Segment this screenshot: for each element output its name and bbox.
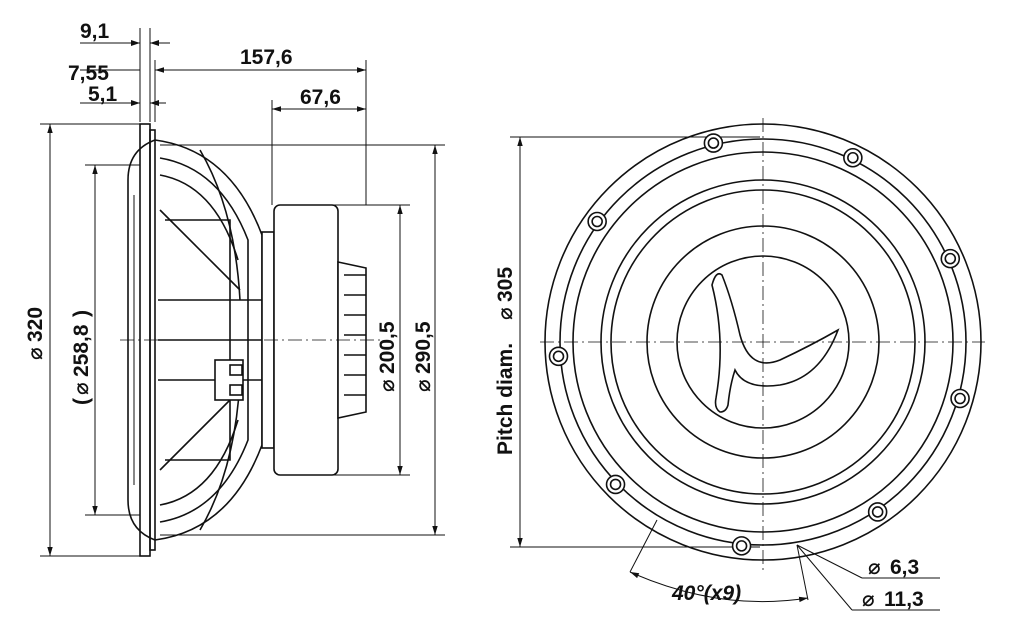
dim-11-3: 11,3 [884, 588, 924, 611]
mounting-hole [548, 346, 569, 367]
dim-6-3: 6,3 [890, 556, 919, 579]
dim-7-55: 7,55 [68, 62, 109, 85]
side-view: 9,1 7,55 5,1 157,6 67,6 ⌀ 320 ( ⌀ 258,8 … [24, 20, 445, 557]
mounting-holes [548, 133, 970, 556]
right-dimension-lines [160, 144, 445, 536]
dim-305: 305 [494, 267, 517, 302]
dim-5-1: 5,1 [88, 83, 118, 106]
dim-258-8: 258,8 [70, 324, 93, 377]
diameter-symbol-305: ⌀ [494, 307, 517, 320]
left-dimension-lines [40, 123, 140, 557]
top-dimension-lines [80, 28, 367, 205]
dim-200-5: 200,5 [376, 321, 399, 374]
mounting-hole [940, 248, 961, 269]
diameter-symbol-200: ⌀ [376, 379, 399, 392]
top-small-arrows [131, 40, 159, 106]
diameter-symbol-258: ⌀ [70, 382, 93, 395]
angle-label: 40°(x9) [671, 582, 741, 605]
dim-157-6: 157,6 [240, 46, 293, 69]
diameter-symbol-290: ⌀ [412, 379, 435, 392]
paren-open: ( [70, 398, 93, 405]
pitch-label: Pitch diam. [494, 343, 517, 455]
angle-arc [629, 571, 809, 603]
front-view: Pitch diam. ⌀ 305 40°(x9) [494, 118, 985, 611]
mounting-hole [703, 133, 724, 153]
mounting-hole [843, 147, 863, 168]
dim-320: 320 [24, 307, 47, 342]
diameter-symbol-11-3: ⌀ [862, 588, 875, 611]
speaker-profile [120, 123, 380, 557]
mounting-hole [950, 388, 970, 409]
mounting-hole [731, 536, 752, 556]
diameter-symbol-6-3: ⌀ [868, 556, 881, 579]
mounting-hole [867, 502, 888, 522]
diameter-symbol-320: ⌀ [24, 347, 47, 360]
dim-290-5: 290,5 [412, 321, 435, 374]
dim-67-6: 67,6 [300, 86, 341, 109]
hole-leaders [796, 544, 940, 611]
dim-9-1: 9,1 [80, 20, 110, 43]
paren-close: ) [70, 310, 93, 317]
brand-logo-icon [711, 272, 840, 413]
mounting-hole [587, 211, 607, 232]
mounting-hole [605, 474, 626, 495]
